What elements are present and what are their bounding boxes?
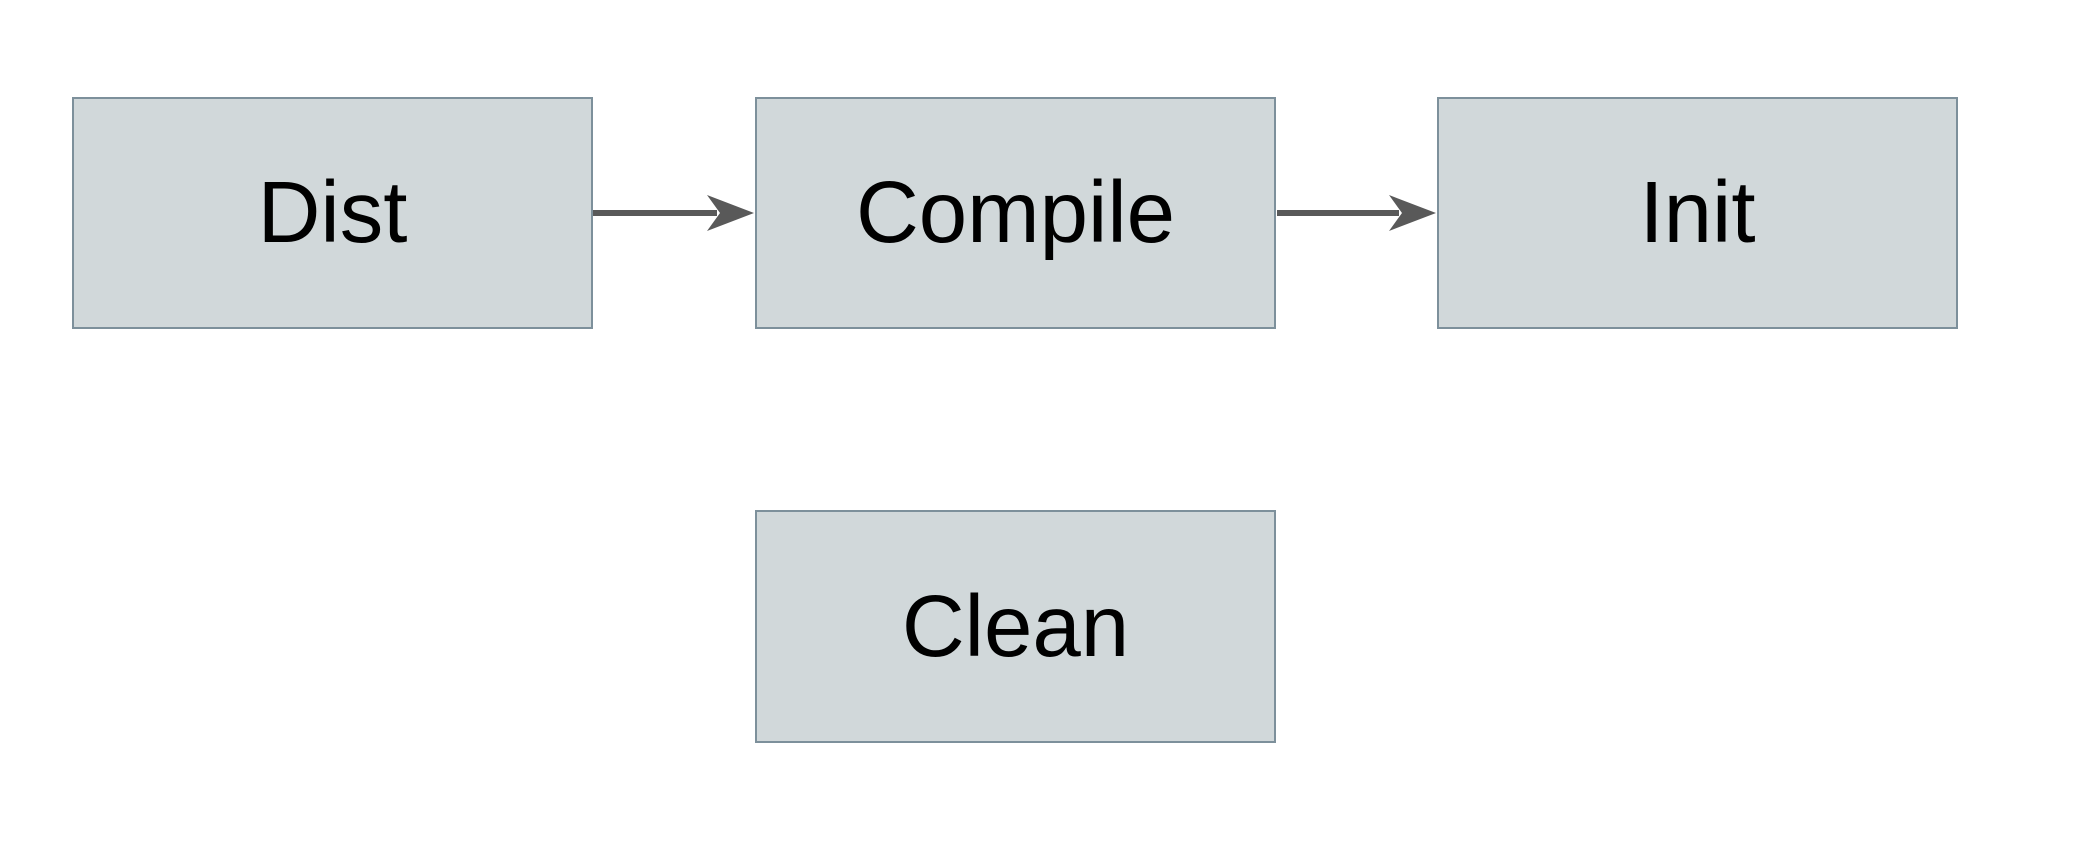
node-init-label: Init [1639, 164, 1756, 261]
node-clean-label: Clean [901, 577, 1130, 675]
node-dist-label: Dist [257, 164, 408, 261]
node-clean: Clean [755, 510, 1276, 743]
node-init: Init [1437, 97, 1958, 329]
node-compile-label: Compile [855, 164, 1176, 261]
node-dist: Dist [72, 97, 593, 329]
edge-compile-to-init [1277, 195, 1436, 231]
arrowhead-icon [707, 195, 754, 231]
edge-dist-to-compile [593, 195, 754, 231]
arrowhead-icon [1389, 195, 1436, 231]
node-compile: Compile [755, 97, 1276, 329]
